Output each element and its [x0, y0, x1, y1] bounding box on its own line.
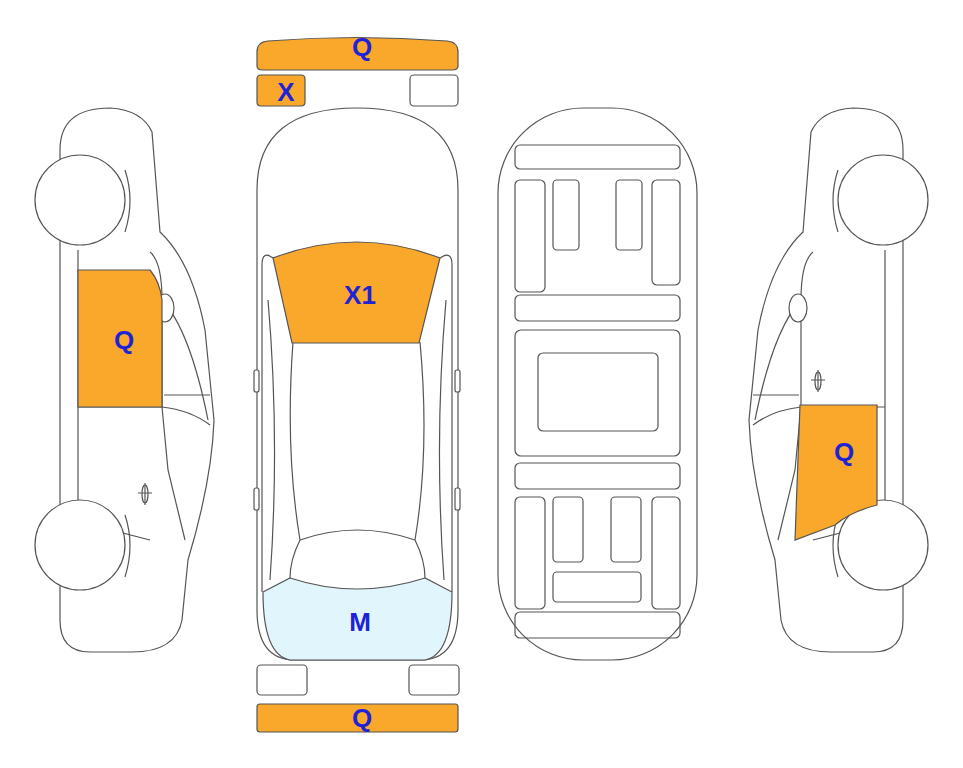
- damage-code: X: [277, 77, 294, 107]
- panel-fill: [795, 405, 877, 540]
- hood-panel: X1: [273, 234, 441, 344]
- rear-window: M: [262, 575, 454, 662]
- panel-fill: [263, 578, 452, 660]
- front-bumper: Q: [257, 34, 458, 70]
- panel-shape: [795, 404, 878, 542]
- damage-code: M: [349, 607, 371, 637]
- underside-view: [498, 108, 697, 660]
- front-panel: X: [257, 75, 305, 106]
- right-rear-door: Q: [795, 404, 878, 542]
- left-side-view: [35, 108, 214, 652]
- panel-fill: [273, 242, 440, 343]
- top-view: [254, 75, 460, 695]
- damage-code: X1: [344, 280, 376, 310]
- panel-fill: [78, 270, 162, 407]
- left-front-door: Q: [78, 268, 163, 409]
- damage-code: Q: [352, 32, 372, 62]
- panel-fill: [257, 75, 305, 106]
- damage-code: Q: [114, 325, 134, 355]
- right-side-view: [749, 108, 928, 652]
- panel-fill: [257, 704, 458, 732]
- rear-bumper: Q: [257, 704, 458, 732]
- damage-code: Q: [352, 703, 372, 733]
- damage-code: Q: [834, 437, 854, 467]
